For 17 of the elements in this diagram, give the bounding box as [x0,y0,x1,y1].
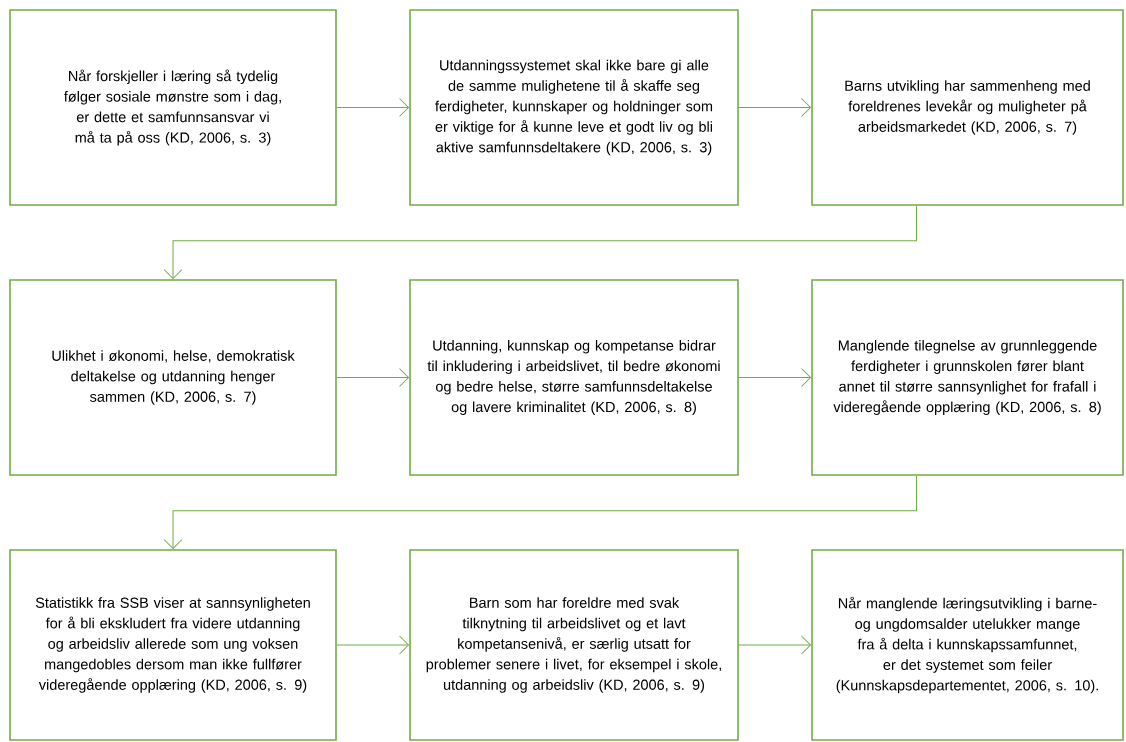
arrow [336,98,409,117]
text-box: Statistikk fra SSB viser at sannsynligheten for å bli ekskludert fra videre utdanning og arbeidsliv allerede som ung voksen mangedobles dersom man ikke fullfører videregående opplæring (KD, 2006, s. 9) [9,549,337,741]
arrow [336,368,409,387]
text-box: Når manglende læringsutvikling i barne- og ungdomsalder utelukker mange fra å delta i kunnskapssamfunnet, er det systemet som feiler (Kunnskapsdepartementet, 2006, s. 10). [811,549,1124,741]
arrow [336,635,409,655]
arrow [163,205,917,279]
text-box: Utdanning, kunnskap og kompetanse bidrar til inkludering i arbeidslivet, til bedre økonomi og bedre helse, større samfunnsdeltakelse og lavere kriminalitet (KD, 2006, s. 8) [409,279,739,476]
text-box: Når forskjeller i læring så tydelig følger sosiale mønstre som i dag, er dette et samfunnsansvar vi må ta på oss (KD, 2006, s. 3) [9,9,337,206]
text-box: Utdanningssystemet skal ikke bare gi alle de samme mulighetene til å skaffe seg ferdigheter, kunnskaper og holdninger som er viktige for å kunne leve et godt liv og bli aktive samfunnsdeltakere (KD, 2006, s. 3) [409,9,739,206]
text-box: Barn som har foreldre med svak tilknytning til arbeidslivet og et lavt kompetansenivå, er særlig utsatt for problemer senere i livet, for eksempel i skole, utdanning og arbeidsliv (KD, 2006, s. 9) [409,549,739,741]
arrow [738,368,811,387]
text-box: Manglende tilegnelse av grunnleggende ferdigheter i grunnskolen fører blant annet til større sannsynlighet for frafall i videregående opplæring (KD, 2006, s. 8) [811,279,1124,476]
text-box: Barns utvikling har sammenheng med foreldrenes levekår og muligheter på arbeidsmarkedet (KD, 2006, s. 7) [811,9,1124,206]
text-box: Ulikhet i økonomi, helse, demokratisk deltakelse og utdanning henger sammen (KD, 2006, s. 7) [9,279,337,476]
arrow [738,98,811,117]
arrow [738,635,811,655]
arrow [163,475,917,549]
